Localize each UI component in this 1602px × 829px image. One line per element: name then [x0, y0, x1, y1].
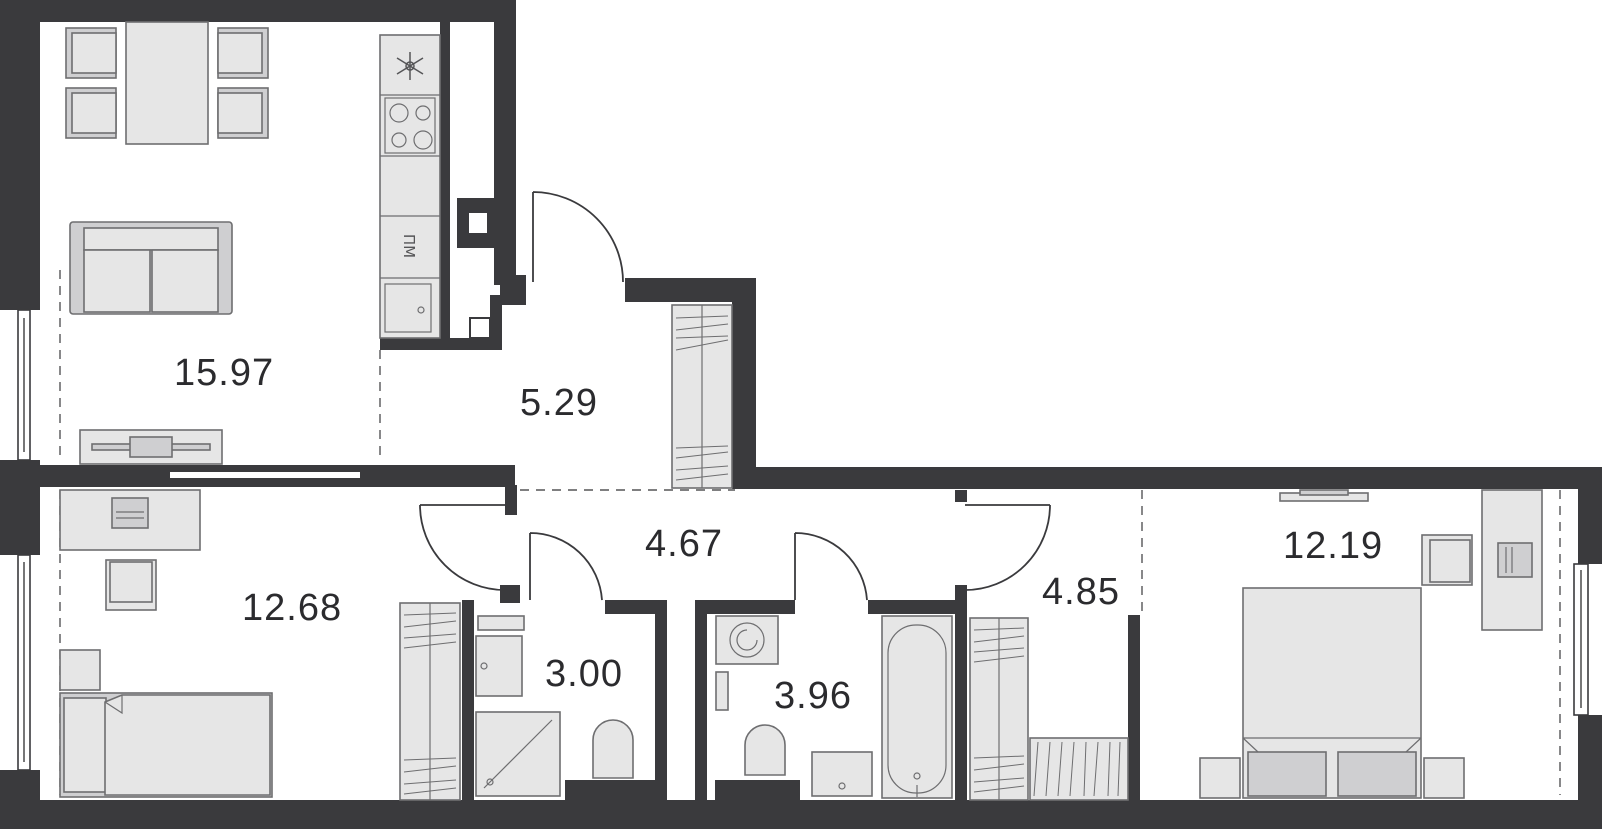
cooktop-icon — [384, 97, 436, 154]
area-label-hallway: 5.29 — [520, 382, 598, 424]
wardrobe-room-fixtures — [969, 617, 1129, 801]
wall-wardrobe-right — [1128, 615, 1140, 810]
doors — [419, 191, 1051, 601]
kitchen-counter: ПМ — [379, 34, 441, 339]
area-label-bathroom-tub: 3.96 — [774, 675, 852, 717]
nightstand — [1423, 757, 1465, 799]
door-bath-tub — [794, 532, 868, 601]
shaft-small — [469, 317, 491, 339]
nightstand — [59, 649, 101, 691]
washing-machine-icon — [715, 615, 779, 665]
bed-left — [59, 649, 273, 798]
wall-bath2-top-right — [868, 600, 958, 614]
door-jamb — [955, 585, 967, 597]
wall-bath-divider-a — [655, 600, 667, 810]
dishwasher-label: ПМ — [400, 234, 418, 258]
bathtub — [881, 615, 953, 799]
wall-top-living — [0, 0, 515, 22]
wall-door-stub-a — [505, 485, 517, 515]
wall-hall-right — [732, 278, 756, 488]
door-wardrobe — [964, 504, 1051, 591]
wall-door-stub-b — [500, 585, 520, 603]
bed-right — [1199, 587, 1465, 799]
nightstand — [1199, 757, 1241, 799]
tv-stand — [79, 429, 223, 465]
wall-stub-door — [500, 275, 526, 305]
towel-rail — [477, 615, 525, 631]
wall-bath1-left — [462, 600, 474, 810]
wall-middle-right — [732, 467, 1602, 489]
wall-bath2-bottom-box — [715, 780, 800, 802]
desk-left — [59, 489, 201, 611]
wall-bath2-top — [695, 600, 795, 614]
area-labels: 15.97 5.29 12.68 4.67 3.00 3.96 4.85 12.… — [174, 352, 1383, 717]
sliding-partition — [170, 472, 360, 478]
area-label-living-kitchen: 15.97 — [174, 352, 274, 394]
bathroom-shower-fixtures — [475, 615, 634, 797]
wall-right-upper — [1578, 467, 1602, 564]
door-jamb — [955, 490, 967, 502]
wall-bath2-right — [955, 590, 967, 810]
door-bedroom-left — [419, 504, 506, 591]
wall-kitchen-right — [494, 0, 516, 285]
door-bath-shower — [529, 532, 603, 601]
wall-bath1-top — [605, 600, 665, 614]
wall-left-upper — [0, 0, 40, 310]
area-label-corridor: 4.67 — [645, 523, 723, 565]
dining-set — [65, 21, 269, 145]
wall-kitchen-bottom — [380, 338, 502, 350]
toilet — [744, 724, 786, 776]
laptop-icon — [111, 497, 149, 529]
vent-shaft-hole — [467, 211, 489, 235]
area-label-wardrobe: 4.85 — [1042, 571, 1120, 613]
door-entrance — [532, 191, 624, 283]
wall-kitchen-inner — [440, 0, 450, 345]
sofa — [69, 221, 233, 315]
area-label-bedroom-right: 12.19 — [1283, 525, 1383, 567]
washbasin — [475, 635, 523, 697]
area-label-bathroom-shower: 3.00 — [545, 653, 623, 695]
wall-bottom — [0, 800, 1602, 829]
bedroom-right-fixtures — [1199, 489, 1543, 799]
wardrobe-left — [399, 602, 461, 801]
bathroom-tub-fixtures — [715, 615, 953, 799]
laptop-icon — [1497, 542, 1533, 578]
hall-wardrobe — [671, 304, 733, 489]
area-label-bedroom-left: 12.68 — [242, 587, 342, 629]
towel-rail — [715, 671, 729, 711]
toilet — [592, 719, 634, 779]
dining-table — [125, 21, 209, 145]
wall-bath1-bottom-box — [565, 780, 660, 802]
snowflake-icon — [396, 52, 424, 80]
windows — [17, 309, 1589, 771]
wall-kitchen-corner — [490, 295, 502, 350]
wall-bath-divider-b — [695, 600, 707, 810]
kitchen-sink — [384, 283, 432, 333]
